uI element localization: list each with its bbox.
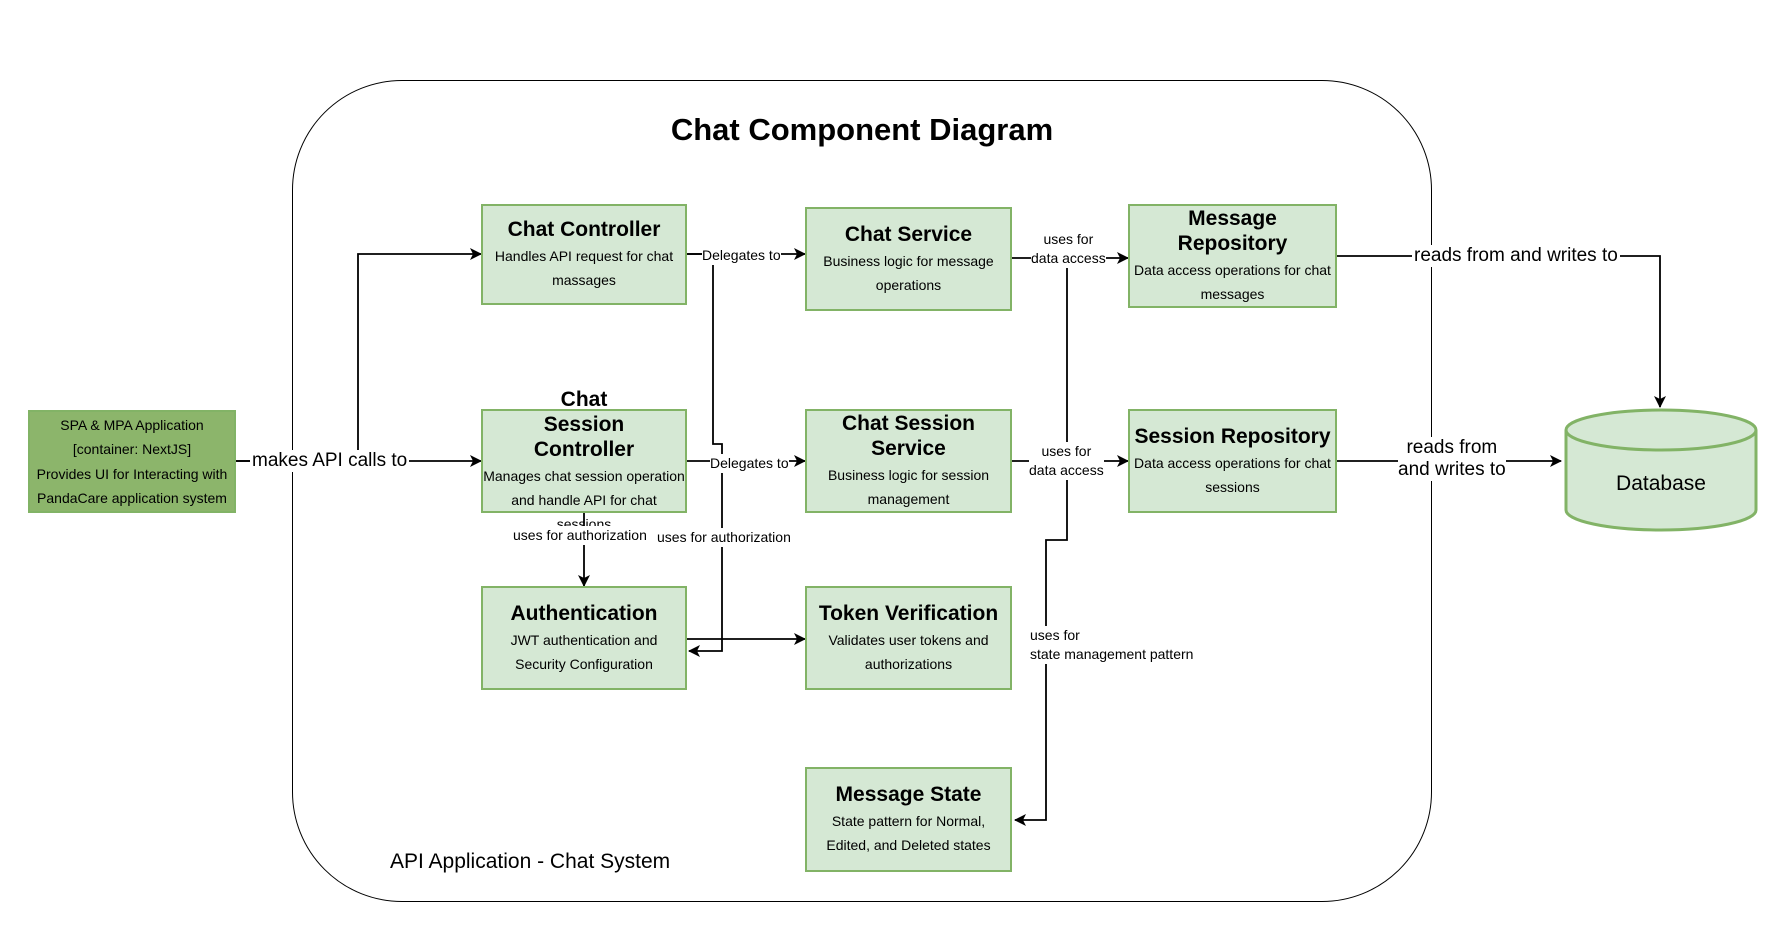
- component-name: Chat Service: [844, 222, 973, 246]
- component-description: Data access operations for chat messages: [1134, 262, 1331, 302]
- component-name: Token Verification: [818, 601, 999, 625]
- edge-controller-to-auth: [686, 253, 723, 657]
- external-line-1: SPA & MPA Application: [60, 416, 204, 433]
- component-name: Chat Session Controller: [533, 387, 635, 461]
- database-cylinder: [1564, 408, 1758, 532]
- edge-to-message-state: [1014, 258, 1068, 826]
- component-chat-session-controller: Chat Session Controller Manages chat ses…: [481, 388, 687, 532]
- component-description: Validates user tokens and authorizations: [828, 631, 989, 672]
- system-boundary: [292, 80, 1432, 902]
- component-name: Session Repository: [1134, 424, 1331, 448]
- component-name: Message State: [835, 783, 982, 806]
- edge-label-state-management: uses for state management pattern: [1030, 626, 1194, 664]
- component-name: Chat Controller: [507, 218, 661, 241]
- component-authentication: Authentication JWT authentication and Se…: [481, 586, 687, 690]
- component-chat-controller: Chat Controller Handles API request for …: [481, 204, 687, 305]
- component-name: Message Repository: [1177, 207, 1288, 255]
- edge-label-delegates-chat: Delegates to: [702, 246, 781, 265]
- component-message-repository: Message Repository Data access operation…: [1128, 204, 1337, 308]
- external-spa-application: SPA & MPA Application [container: NextJS…: [28, 410, 236, 513]
- edge-label-makes-api-calls: makes API calls to: [250, 450, 410, 472]
- component-description: Handles API request for chat massages: [494, 248, 674, 288]
- component-description: State pattern for Normal, Edited, and De…: [826, 813, 991, 853]
- component-description: Business logic for session management: [827, 467, 990, 507]
- component-name: Authentication: [510, 601, 658, 625]
- edge-message-repo-to-db: [1337, 255, 1666, 408]
- component-description: Manages chat session operation and handl…: [483, 467, 685, 532]
- component-session-repository: Session Repository Data access operation…: [1128, 409, 1337, 513]
- edge-label-data-access-2: uses for data access: [1029, 442, 1104, 480]
- component-message-state: Message State State pattern for Normal, …: [805, 767, 1012, 872]
- component-description: JWT authentication and Security Configur…: [510, 631, 658, 672]
- edge-label-reads-writes-messages: reads from and writes to: [1412, 245, 1620, 267]
- edge-label-reads-writes-sessions: reads from and writes to: [1398, 437, 1506, 481]
- boundary-label: API Application - Chat System: [390, 850, 671, 873]
- edge-spa-to-chat-controller: [236, 248, 482, 462]
- component-description: Data access operations for chat sessions: [1134, 454, 1331, 495]
- component-token-verification: Token Verification Validates user tokens…: [805, 586, 1012, 690]
- component-chat-session-service: Chat Session Service Business logic for …: [805, 409, 1012, 513]
- edge-label-uses-for-authorization-2: uses for authorization: [657, 528, 791, 547]
- external-line-2: [container: NextJS]: [72, 441, 192, 457]
- edge-label-data-access-1: uses for data access: [1031, 230, 1106, 268]
- component-name: Chat Session Service: [841, 412, 976, 460]
- component-description: Business logic for message operations: [823, 252, 994, 293]
- edge-label-delegates-session: Delegates to: [710, 454, 789, 473]
- external-line-3: Provides UI for Interacting with: [36, 465, 228, 482]
- edge-label-uses-for-authorization-1: uses for authorization: [513, 526, 647, 545]
- external-line-4: PandaCare application system: [37, 490, 227, 506]
- diagram-title: Chat Component Diagram: [670, 112, 1054, 147]
- component-chat-service: Chat Service Business logic for message …: [805, 207, 1012, 311]
- database-label: Database: [1616, 472, 1706, 495]
